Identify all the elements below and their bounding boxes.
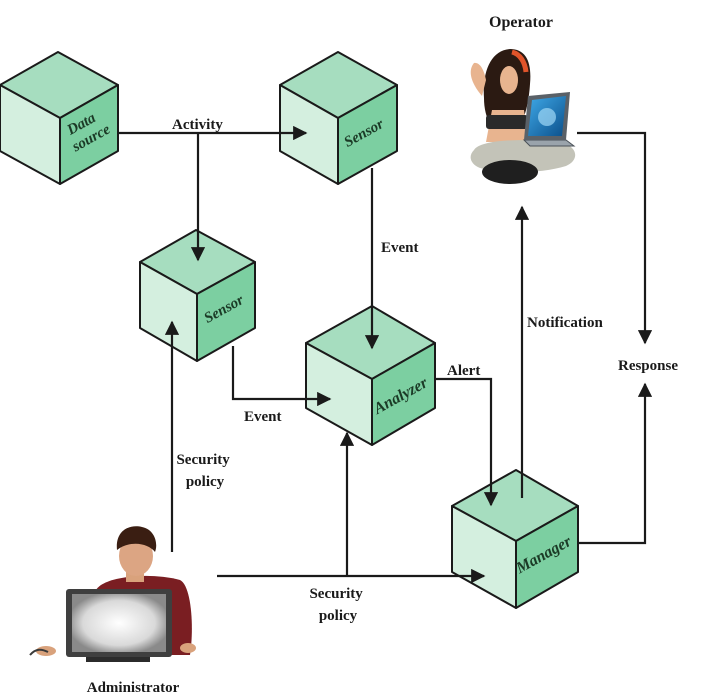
event-left-label: Event (244, 409, 282, 425)
security-policy-left-line2: policy (186, 474, 225, 490)
analyzer-cube: Analyzer (305, 305, 436, 446)
alert-arrow (435, 377, 499, 507)
security-policy-bottom-line1: Security (309, 586, 363, 602)
operator-label: Operator (489, 14, 553, 31)
operator-response-arrow (577, 131, 653, 345)
sensor-top-cube: Sensor (279, 51, 398, 185)
alert-label: Alert (447, 363, 480, 379)
manager-response-arrow (578, 382, 653, 545)
administrator-label: Administrator (87, 680, 180, 696)
person-with-laptop-icon (470, 49, 576, 184)
security-policy-left-label: Security policy (176, 452, 233, 490)
activity-label: Activity (172, 117, 223, 133)
response-label: Response (618, 358, 678, 374)
data-source-cube: Data source (0, 51, 119, 185)
security-policy-bottom-label: Security policy (309, 586, 366, 624)
event-left-arrow (231, 346, 332, 407)
event-top-label: Event (381, 240, 419, 256)
sensor-left-cube: Sensor (139, 229, 256, 362)
security-policy-bottom-line2: policy (319, 608, 358, 624)
manager-cube: Manager (451, 469, 579, 609)
person-at-monitor-icon (29, 526, 196, 662)
notification-label: Notification (527, 315, 603, 331)
security-policy-left-line1: Security (176, 452, 230, 468)
